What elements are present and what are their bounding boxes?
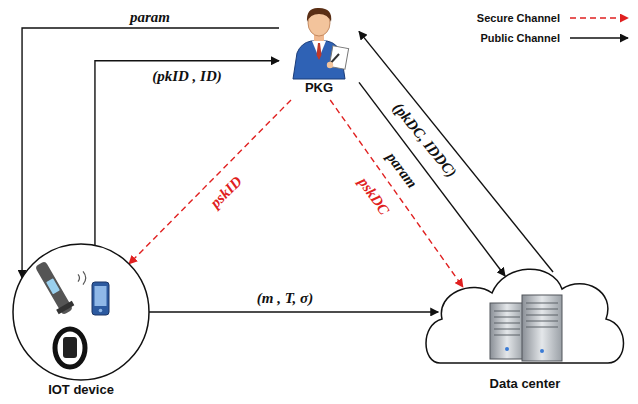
edge-label: param [383, 148, 421, 191]
iot-node: IOT device [6, 242, 156, 400]
legend: Secure ChannelPublic Channel [468, 8, 632, 48]
person-node: PKG [279, 2, 359, 100]
edge-label: param [129, 9, 171, 25]
edge-label: pskID [206, 172, 245, 211]
cloud-node: Data center [418, 248, 632, 400]
secure-channel-arrow [129, 100, 291, 264]
legend-row: Public Channel [468, 28, 632, 48]
legend-line-sample [568, 32, 632, 44]
edge-label: pskDC [355, 174, 393, 219]
node-label: PKG [279, 80, 359, 95]
person-icon [279, 2, 359, 80]
legend-label: Public Channel [468, 32, 560, 44]
public-channel-arrow [359, 31, 553, 272]
legend-row: Secure Channel [468, 8, 632, 28]
legend-line-sample [568, 12, 632, 24]
public-channel-arrow [95, 61, 279, 246]
node-label: IOT device [6, 382, 156, 397]
secure-channel-arrow [330, 100, 463, 287]
public-channel-arrow [22, 28, 279, 278]
edge-label: (m , T, σ) [256, 290, 314, 306]
cloud-icon [418, 248, 632, 376]
public-channel-arrow [149, 311, 438, 312]
node-label: Data center [418, 376, 632, 391]
public-channel-arrow [359, 82, 505, 276]
iot-icon [6, 242, 156, 382]
edge-label: (pkID , ID) [151, 68, 223, 84]
legend-label: Secure Channel [468, 12, 560, 24]
